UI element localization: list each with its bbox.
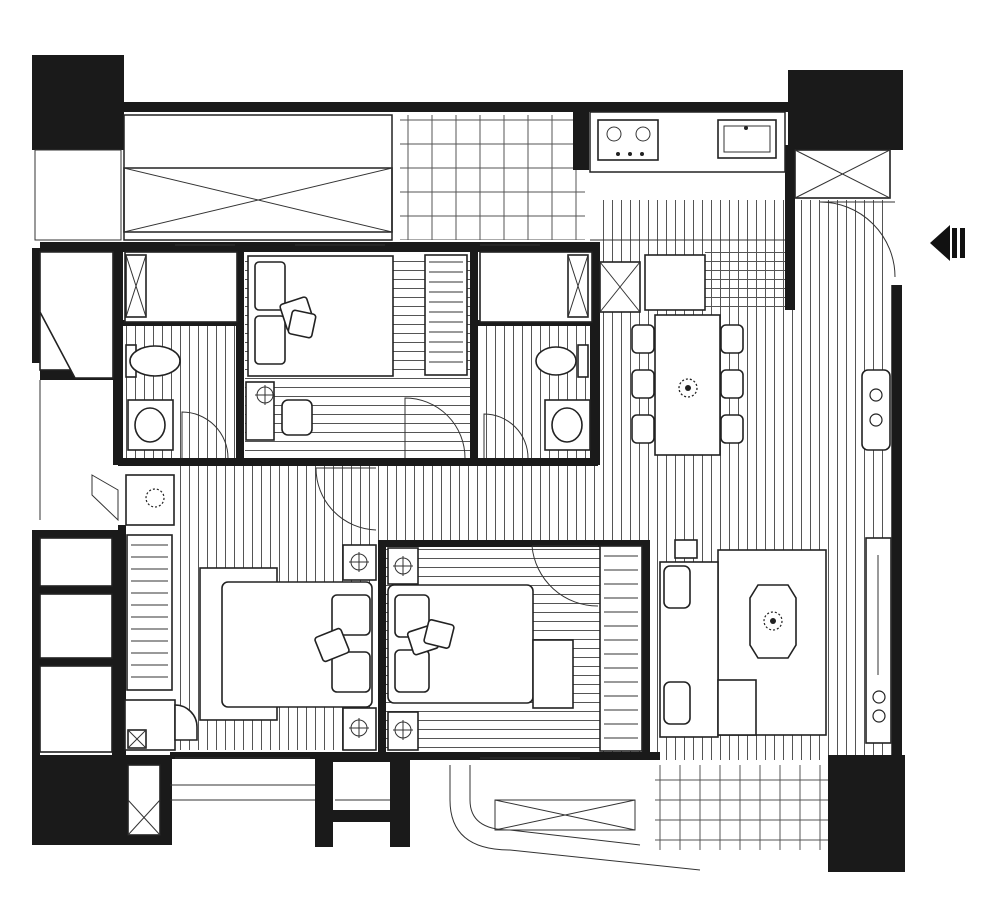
bed-icon [387, 584, 574, 709]
entry-floor [705, 250, 790, 310]
kitchen [589, 111, 786, 241]
vanity [124, 699, 198, 751]
door-bedroom-3[interactable] [404, 397, 466, 459]
wardrobe [424, 254, 468, 376]
bed-icon [247, 255, 394, 377]
basin-icon [127, 399, 174, 451]
floor-finishes [125, 115, 895, 850]
storage-room [34, 114, 393, 241]
entry-cabinet [599, 149, 891, 313]
door-bathroom-2[interactable] [483, 413, 529, 459]
stove-icon [597, 119, 659, 161]
bottom-balcony [127, 764, 701, 871]
nightstand [342, 544, 377, 751]
dining-table [631, 314, 744, 456]
door-master-bedroom[interactable] [315, 467, 377, 531]
basin-icon [544, 399, 591, 451]
door-bathroom-1[interactable] [181, 411, 229, 459]
living-furniture [659, 537, 892, 744]
wardrobe [126, 534, 173, 691]
flower-icon [763, 611, 783, 631]
entrance-arrow-icon [930, 225, 965, 261]
sink-icon [717, 119, 777, 159]
toilet-icon [535, 344, 589, 378]
dining-area [380, 465, 680, 540]
balcony-rear [400, 115, 585, 240]
bed-icon [199, 567, 373, 721]
wardrobe [599, 545, 643, 752]
desk-chair [245, 381, 313, 441]
nightstand [387, 547, 419, 751]
door-bedroom-2[interactable] [531, 545, 599, 607]
bathroom-2-fixtures [479, 251, 593, 459]
corridor [175, 465, 385, 550]
plant-icon [861, 369, 891, 451]
flower-icon [678, 378, 698, 398]
utility-area [39, 251, 119, 753]
plant-icon [125, 474, 175, 526]
toilet-icon [125, 344, 181, 378]
balcony-front [655, 765, 830, 850]
entrance-door[interactable] [819, 200, 904, 285]
lamp-icon [255, 385, 275, 405]
bathroom-1-fixtures [124, 251, 238, 459]
windows [175, 244, 580, 759]
